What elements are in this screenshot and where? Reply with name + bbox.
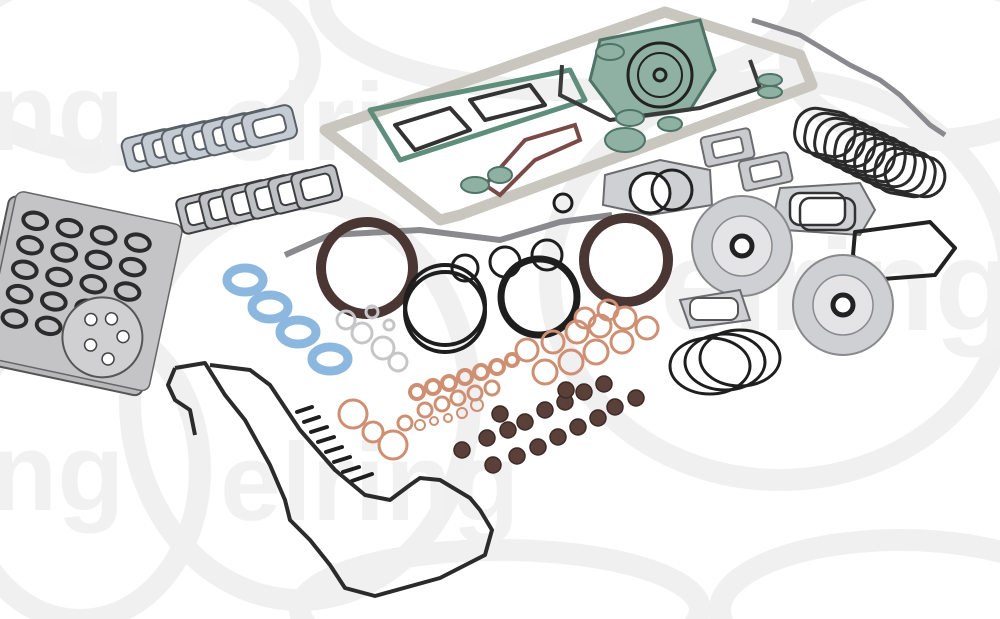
exhaust-flange-gaskets xyxy=(601,158,877,237)
valve-stem-seals xyxy=(453,375,645,474)
black-o-rings xyxy=(403,192,782,396)
valve-cover-gasket xyxy=(166,361,494,598)
strip-gasket-top-right xyxy=(751,17,947,138)
retainer-clips xyxy=(295,405,374,483)
svg-text:elring: elring xyxy=(220,421,520,544)
timing-cover-strip xyxy=(283,212,613,258)
intake-manifold-gaskets xyxy=(175,164,344,235)
oil-pan-gasket xyxy=(319,6,818,226)
svg-text:ng: ng xyxy=(0,51,124,174)
exhaust-manifold-gaskets xyxy=(120,104,298,173)
round-flange-seals xyxy=(678,195,894,356)
svg-text:ng: ng xyxy=(0,411,124,534)
copper-washers xyxy=(337,298,660,461)
blue-injector-seals xyxy=(222,263,353,376)
head-gasket-stack xyxy=(0,191,183,397)
turbo-flange-gaskets xyxy=(699,127,794,192)
rocker-cover-rings xyxy=(793,106,947,199)
clear-small-rings xyxy=(335,304,409,373)
